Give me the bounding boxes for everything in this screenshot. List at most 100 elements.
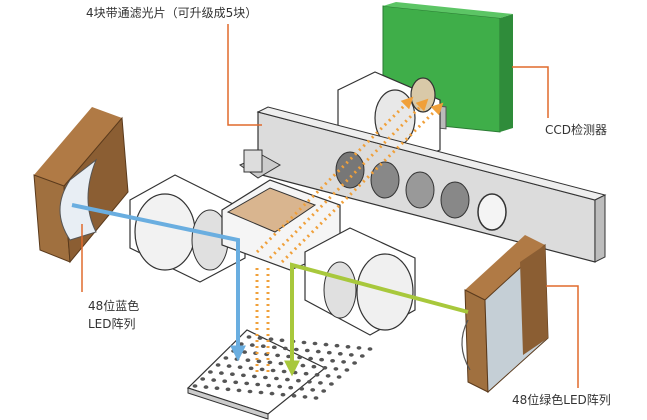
plate-well: [329, 382, 334, 386]
ccd-label: CCD检测器: [545, 123, 607, 137]
plate-well: [318, 381, 323, 385]
leader-green-led: [546, 285, 579, 388]
plate-well: [304, 348, 310, 353]
plate-well: [230, 372, 235, 377]
plate-well: [258, 390, 264, 395]
plate-well: [211, 378, 217, 382]
plate-well: [275, 353, 280, 358]
plate-well: [325, 374, 331, 378]
plate-well: [281, 369, 287, 374]
plate-well: [242, 350, 248, 354]
plate-well: [269, 391, 275, 396]
plate-well: [282, 346, 288, 351]
plate-well: [311, 364, 317, 369]
green-excitation-beam: [284, 262, 469, 377]
plate-well: [214, 386, 220, 391]
plate-well: [296, 378, 301, 383]
plate-well: [280, 392, 286, 397]
plate-well: [312, 341, 318, 346]
plate-well: [274, 376, 279, 381]
plate-well: [313, 396, 319, 400]
plate-well: [249, 343, 255, 347]
plate-well: [267, 360, 273, 365]
plate-well: [341, 360, 346, 364]
plate-well: [245, 358, 251, 363]
dichroic-mount: [221, 149, 341, 271]
plate-well: [297, 355, 302, 360]
plate-well: [334, 343, 340, 348]
plate-well: [321, 389, 327, 393]
plate-well: [247, 389, 253, 394]
plate-well: [314, 373, 320, 377]
plate-well: [345, 345, 351, 349]
plate-well: [333, 367, 339, 371]
plate-well: [326, 350, 332, 355]
plate-well: [270, 368, 276, 373]
green-led-label: 48位绿色LED阵列: [512, 393, 611, 407]
plate-well: [238, 342, 244, 346]
plate-well: [234, 357, 240, 361]
plate-well: [315, 349, 321, 354]
emission-beam: [255, 96, 444, 372]
plate-well: [293, 347, 299, 352]
plate-well: [192, 384, 198, 388]
leader-ccd: [512, 66, 549, 118]
blue-led-panel: [33, 107, 129, 264]
plate-well: [337, 352, 343, 356]
plate-well: [233, 380, 239, 385]
plate-well: [286, 354, 291, 359]
plate-well: [279, 338, 285, 343]
plate-well: [303, 371, 309, 376]
plate-well: [292, 370, 298, 375]
plate-well: [237, 365, 243, 370]
plate-well: [231, 349, 237, 353]
plate-well: [356, 346, 362, 350]
blue-led-label-line2: LED阵列: [88, 317, 136, 331]
plate-well: [310, 388, 316, 392]
plate-well: [255, 382, 261, 387]
plate-well: [219, 371, 224, 375]
plate-well: [271, 345, 277, 350]
plate-well: [288, 385, 294, 390]
plate-well: [241, 373, 246, 378]
plate-well: [336, 375, 342, 379]
leader-filters: [227, 24, 262, 126]
plate-well: [344, 368, 350, 372]
plate-well: [203, 385, 209, 389]
plate-well: [200, 377, 206, 381]
blue-excitation-beam: [71, 203, 246, 362]
plate-well: [223, 356, 229, 360]
plate-well: [244, 381, 250, 386]
plate-well: [300, 363, 306, 368]
plate-well: [367, 347, 373, 351]
plate-well: [348, 353, 354, 357]
plate-well: [323, 342, 329, 347]
plate-well: [291, 394, 297, 398]
plate-well: [352, 361, 357, 365]
plate-well: [302, 395, 308, 399]
plate-well: [257, 336, 263, 340]
plate-well: [260, 344, 266, 349]
plate-well: [208, 370, 213, 374]
plate-well: [308, 356, 313, 361]
plate-well: [215, 363, 221, 367]
green-led-panel: [461, 235, 549, 394]
plate-well: [277, 384, 283, 389]
plate-well: [248, 366, 254, 371]
plate-well: [259, 367, 265, 372]
plate-well: [256, 359, 262, 364]
plate-well: [266, 383, 272, 388]
leader-lines: [81, 24, 579, 388]
plate-well: [225, 387, 231, 392]
plate-well: [278, 361, 284, 366]
filters-label: 4块带通滤光片（可升级成5块）: [86, 6, 258, 20]
plate-well: [322, 366, 328, 370]
plate-well: [359, 354, 365, 358]
plate-well: [222, 379, 228, 384]
plate-well: [226, 364, 232, 368]
plate-well: [307, 380, 312, 384]
filter-rail: [256, 106, 607, 263]
plate-well: [236, 388, 242, 393]
blue-led-label-line1: 48位蓝色: [88, 299, 140, 313]
